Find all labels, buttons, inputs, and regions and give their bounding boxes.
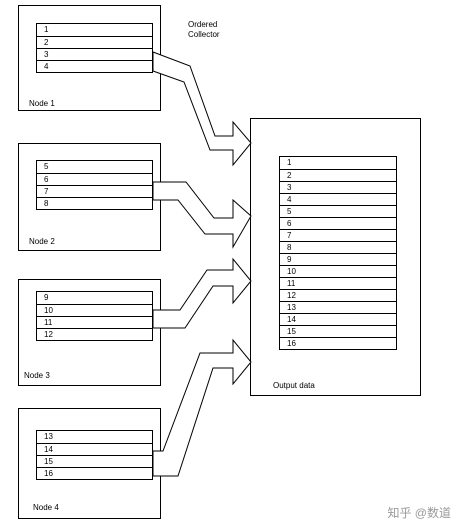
node-3-box: 9 10 11 12 Node 3 [18,279,161,386]
list-item: 10 [280,265,396,277]
list-item: 7 [280,229,396,241]
list-item: 6 [280,217,396,229]
collector-title: Ordered Collector [188,20,220,40]
node-1-box: 1 2 3 4 Node 1 [18,5,161,111]
collector-title-line2: Collector [188,30,220,39]
list-item: 16 [280,337,396,349]
list-item: 7 [37,185,152,197]
node-2-label: Node 2 [29,237,55,246]
arrow-node-4 [152,338,252,477]
list-item: 4 [280,193,396,205]
node-1-list: 1 2 3 4 [36,23,153,73]
output-box: 1 2 3 4 5 6 7 8 9 10 11 12 13 14 15 16 O… [250,118,421,396]
list-item: 15 [280,325,396,337]
arrow-node-2 [152,181,252,249]
list-item: 13 [280,301,396,313]
list-item: 8 [280,241,396,253]
output-label: Output data [273,381,315,390]
list-item: 11 [280,277,396,289]
node-2-box: 5 6 7 8 Node 2 [18,143,161,251]
list-item: 12 [280,289,396,301]
node-3-label: Node 3 [24,371,50,380]
list-item: 9 [280,253,396,265]
list-item: 15 [37,455,152,467]
node-3-list: 9 10 11 12 [36,291,153,341]
list-item: 12 [37,328,152,340]
list-item: 10 [37,304,152,316]
list-item: 11 [37,316,152,328]
watermark: 知乎 @数道 [387,506,451,520]
list-item: 13 [44,432,53,441]
list-item: 16 [37,467,152,479]
node-4-label: Node 4 [33,503,59,512]
list-item: 14 [37,443,152,455]
list-item: 3 [37,48,152,60]
list-item: 5 [44,162,49,171]
list-item: 5 [280,205,396,217]
node-2-list: 5 6 7 8 [36,160,153,210]
node-1-label: Node 1 [29,99,55,108]
list-item: 14 [280,313,396,325]
arrow-node-1 [152,51,252,167]
output-list: 1 2 3 4 5 6 7 8 9 10 11 12 13 14 15 16 [279,156,397,350]
arrow-node-3 [152,257,252,329]
list-item: 4 [37,60,152,72]
list-item: 1 [287,158,292,167]
list-item: 2 [37,36,152,48]
list-item: 2 [280,169,396,181]
list-item: 9 [44,293,49,302]
list-item: 6 [37,173,152,185]
node-4-box: 13 14 15 16 Node 4 [18,408,161,519]
list-item: 3 [280,181,396,193]
collector-title-line1: Ordered [188,20,218,29]
list-item: 1 [44,25,49,34]
node-4-list: 13 14 15 16 [36,430,153,480]
list-item: 8 [37,197,152,209]
